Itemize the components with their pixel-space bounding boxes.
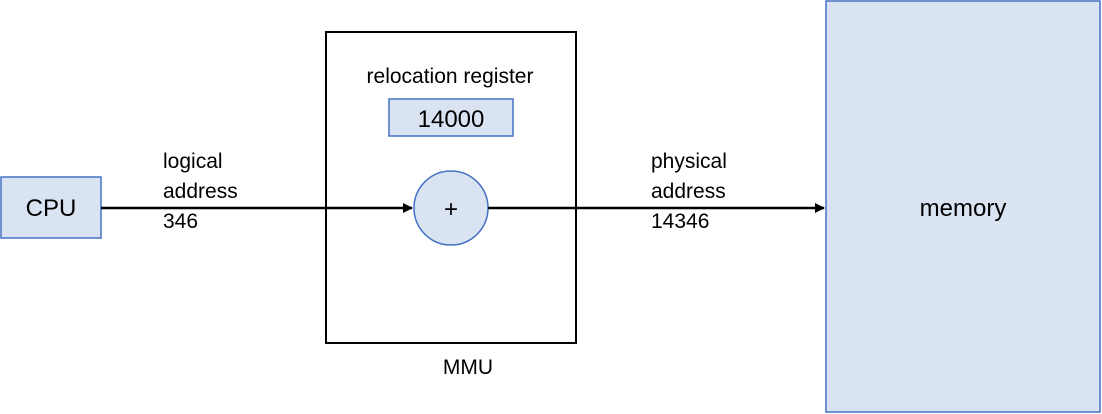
relocation-register-value: 14000 — [418, 106, 485, 133]
cpu-block: CPU — [0, 176, 102, 239]
logical-address-value: 346 — [163, 210, 198, 233]
mmu-label: MMU — [443, 356, 493, 379]
memory-label: memory — [920, 195, 1007, 222]
cpu-label: CPU — [26, 195, 77, 222]
memory-box — [825, 0, 1101, 413]
physical-address-value: 14346 — [651, 210, 709, 233]
relocation-register-label: relocation register — [367, 65, 534, 88]
cpu-box — [0, 176, 102, 239]
mmu-box — [325, 31, 577, 344]
memory-block: memory — [825, 0, 1101, 413]
relocation-register-box — [388, 98, 514, 137]
physical-address-line1: physical — [651, 150, 727, 173]
physical-address-line2: address — [651, 180, 726, 203]
logical-address-line2: address — [163, 180, 238, 203]
mmu-block: relocation register 14000 + MMU — [325, 31, 577, 379]
adder-symbol: + — [444, 196, 458, 223]
logical-address-line1: logical — [163, 150, 223, 173]
